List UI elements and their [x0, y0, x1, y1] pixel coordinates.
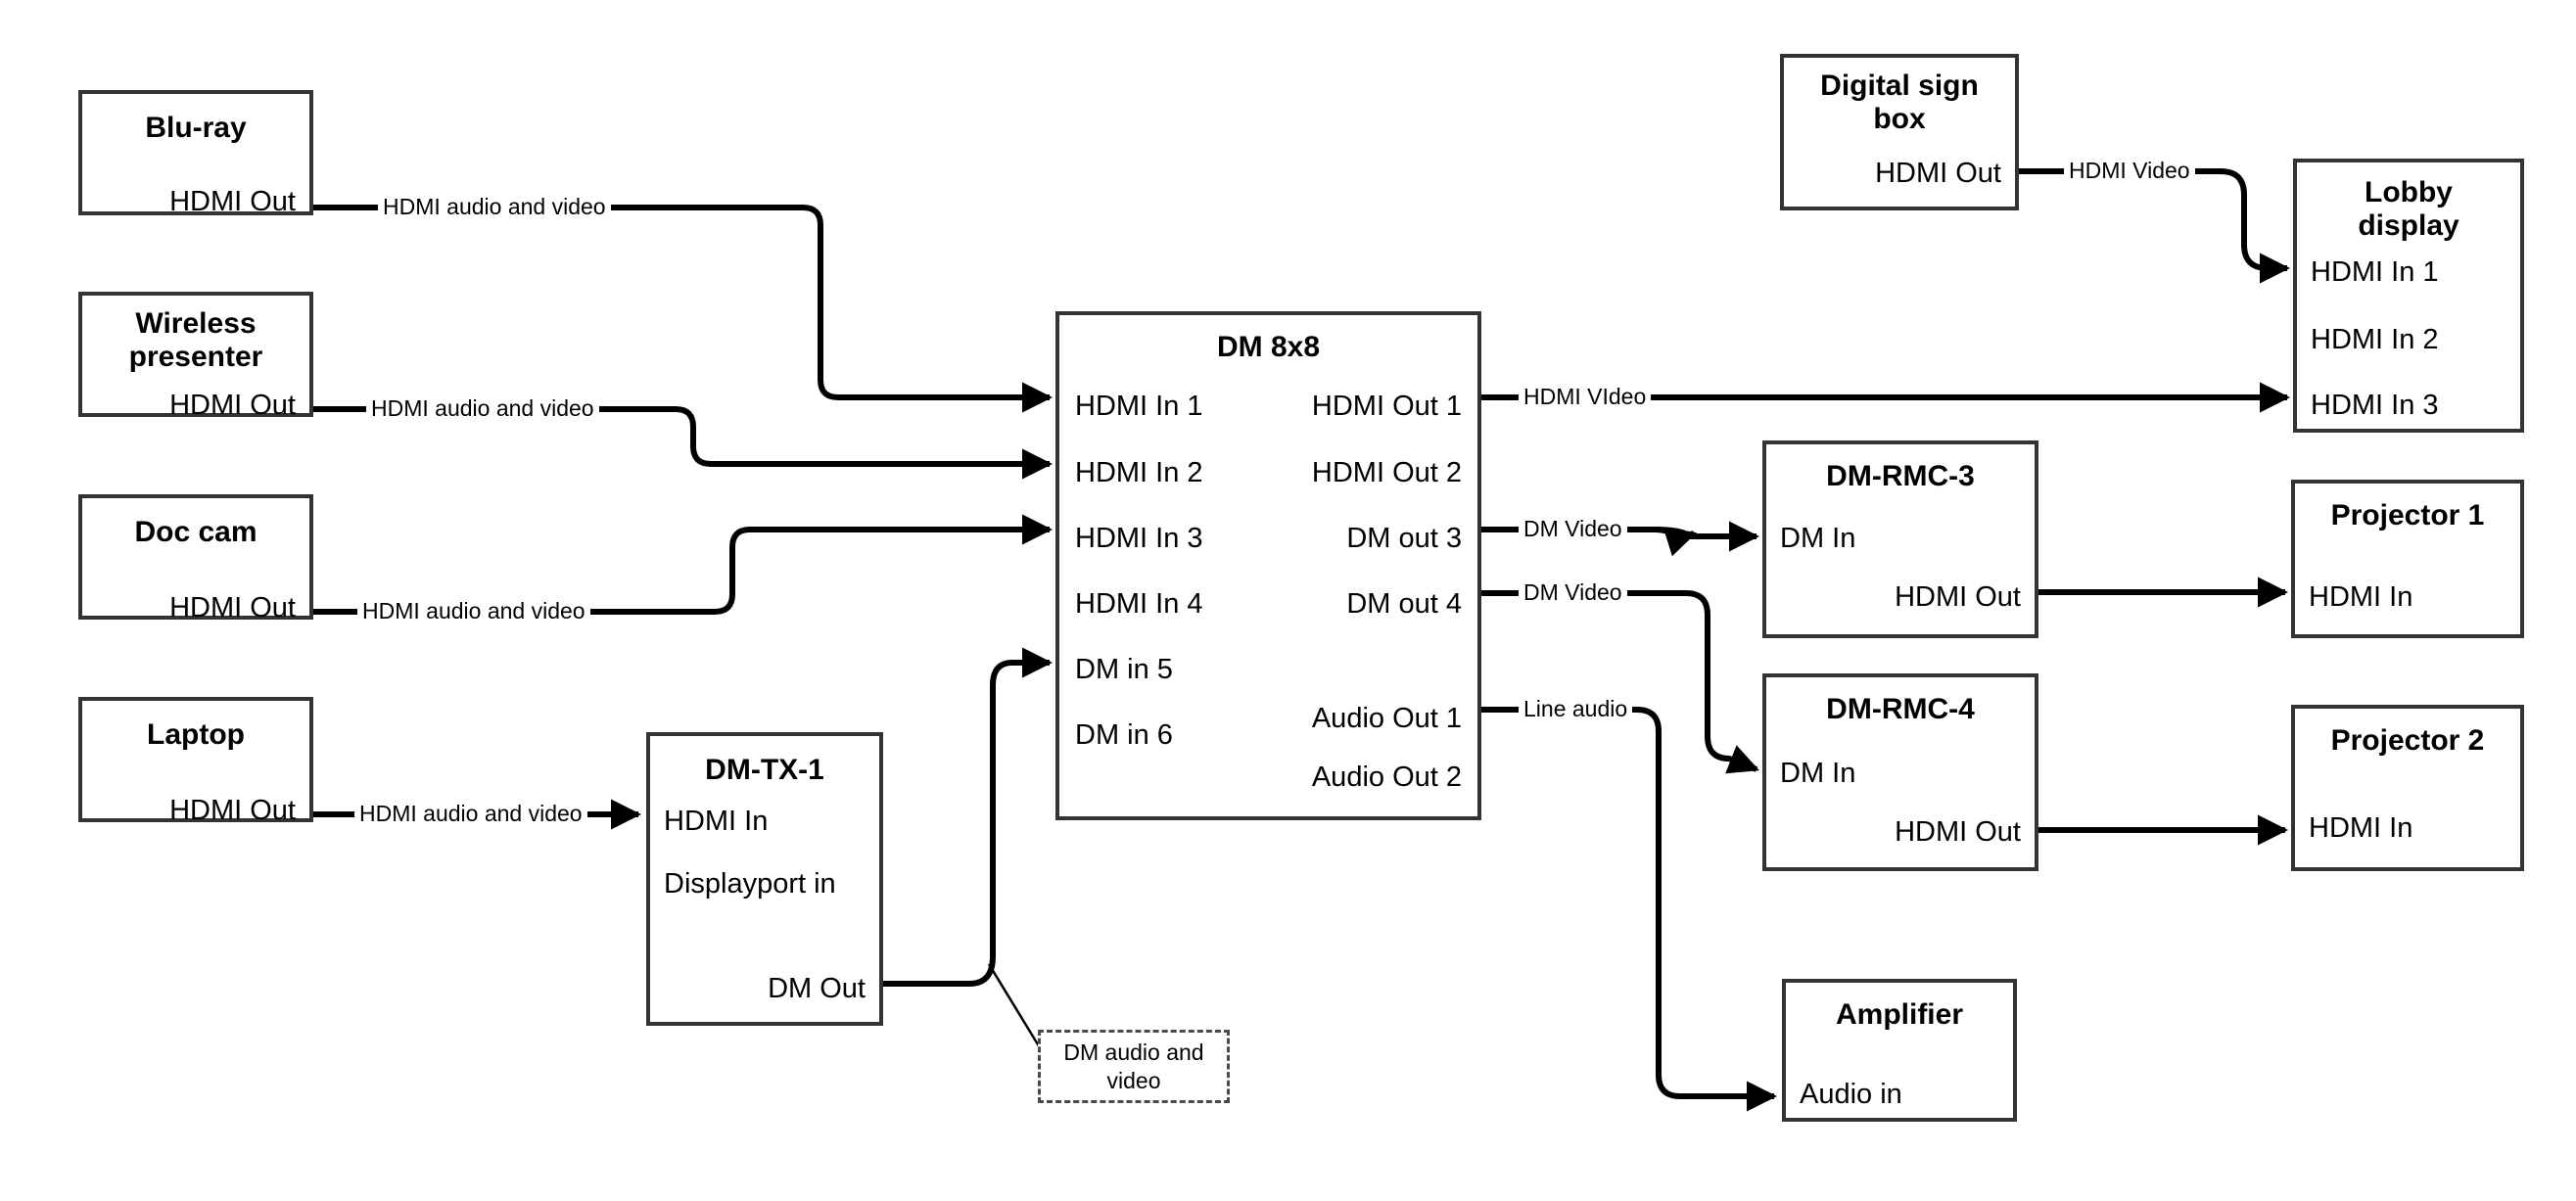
- node-laptop-port-hdmi-out[interactable]: HDMI Out: [169, 795, 296, 826]
- node-dm-rmc-3-title: DM-RMC-3: [1826, 460, 1975, 492]
- node-dm-rmc-4[interactable]: DM-RMC-4 DM In HDMI Out: [1762, 673, 2038, 871]
- callout-dm-audio-and-video: DM audio and video: [1038, 1030, 1230, 1103]
- node-lobby-display-input-hdmi-in-1[interactable]: HDMI In 1: [2311, 256, 2439, 288]
- wire-label-sign-hdmi-video: HDMI Video: [2064, 160, 2195, 182]
- wire-bluray-to-dm8x8: [313, 205, 1054, 413]
- node-lobby-display-input-hdmi-in-2[interactable]: HDMI In 2: [2311, 324, 2439, 355]
- node-dm-8x8-output-dm-out-4[interactable]: DM out 4: [1346, 588, 1462, 620]
- wire-label-laptop-hdmi: HDMI audio and video: [354, 803, 587, 825]
- node-bluray[interactable]: Blu-ray HDMI Out: [78, 90, 313, 217]
- wire-label-doccam-hdmi: HDMI audio and video: [357, 600, 590, 623]
- node-dm-tx-1[interactable]: DM-TX-1 HDMI In Displayport in DM Out: [646, 732, 883, 1026]
- node-dm-8x8-title: DM 8x8: [1216, 331, 1321, 363]
- node-bluray-title: Blu-ray: [145, 112, 247, 144]
- node-dm-rmc-3-port-hdmi-out[interactable]: HDMI Out: [1895, 581, 2021, 613]
- node-doc-cam[interactable]: Doc cam HDMI Out: [78, 494, 313, 624]
- wire-label-dm-video-4: DM Video: [1519, 581, 1627, 604]
- node-amplifier-port-audio-in[interactable]: Audio in: [1800, 1079, 1902, 1110]
- node-projector-2-title: Projector 2: [2330, 724, 2485, 757]
- leader-line-dm-audio-video: [987, 963, 1043, 1050]
- node-dm-8x8-output-audio-out-2[interactable]: Audio Out 2: [1311, 762, 1462, 793]
- wire-signbox-to-lobby: [2019, 168, 2291, 284]
- node-digital-sign-box-port-hdmi-out[interactable]: HDMI Out: [1875, 158, 2001, 189]
- node-doc-cam-title: Doc cam: [134, 516, 258, 548]
- node-dm-8x8-output-dm-out-3[interactable]: DM out 3: [1346, 523, 1462, 554]
- wire-label-line-audio: Line audio: [1519, 698, 1633, 720]
- node-wireless-presenter-port-hdmi-out[interactable]: HDMI Out: [169, 390, 296, 421]
- node-amplifier[interactable]: Amplifier Audio in: [1782, 979, 2017, 1122]
- node-dm-8x8-output-hdmi-out-1[interactable]: HDMI Out 1: [1311, 391, 1462, 422]
- wire-label-bluray-hdmi: HDMI audio and video: [378, 196, 611, 218]
- node-dm-rmc-4-port-dm-in[interactable]: DM In: [1780, 758, 1856, 789]
- wire-dm8x8-dmout3-to-rmc3-b: [1654, 521, 1760, 552]
- wire-label-hdmi-video-out1: HDMI VIdeo: [1519, 386, 1652, 408]
- node-dm-8x8-input-hdmi-in-4[interactable]: HDMI In 4: [1075, 588, 1203, 620]
- node-bluray-port-hdmi-out[interactable]: HDMI Out: [169, 186, 296, 217]
- node-dm-8x8-input-hdmi-in-1[interactable]: HDMI In 1: [1075, 391, 1203, 422]
- wire-label-dm-video-3: DM Video: [1519, 518, 1627, 540]
- node-dm-8x8-input-dm-in-6[interactable]: DM in 6: [1075, 719, 1173, 751]
- node-dm-8x8-input-hdmi-in-2[interactable]: HDMI In 2: [1075, 457, 1203, 488]
- wire-dm8x8-dmout4-to-rmc4: [1481, 590, 1759, 774]
- node-lobby-display-input-hdmi-in-3[interactable]: HDMI In 3: [2311, 390, 2439, 421]
- node-dm-tx-1-port-hdmi-in[interactable]: HDMI In: [664, 806, 769, 837]
- node-dm-tx-1-port-dm-out[interactable]: DM Out: [768, 973, 866, 1004]
- node-dm-rmc-4-title: DM-RMC-4: [1826, 693, 1975, 725]
- node-dm-rmc-3[interactable]: DM-RMC-3 DM In HDMI Out: [1762, 440, 2038, 638]
- node-projector-2[interactable]: Projector 2 HDMI In: [2291, 705, 2524, 871]
- node-dm-8x8-input-hdmi-in-3[interactable]: HDMI In 3: [1075, 523, 1203, 554]
- node-projector-1[interactable]: Projector 1 HDMI In: [2291, 480, 2524, 638]
- node-amplifier-title: Amplifier: [1835, 998, 1964, 1031]
- node-laptop-title: Laptop: [147, 718, 245, 751]
- node-projector-2-port-hdmi-in[interactable]: HDMI In: [2309, 812, 2413, 844]
- wire-label-wireless-hdmi: HDMI audio and video: [366, 397, 599, 420]
- node-dm-tx-1-title: DM-TX-1: [705, 754, 824, 786]
- node-dm-8x8-output-hdmi-out-2[interactable]: HDMI Out 2: [1311, 457, 1462, 488]
- node-doc-cam-port-hdmi-out[interactable]: HDMI Out: [169, 592, 296, 624]
- node-dm-8x8[interactable]: DM 8x8 HDMI In 1 HDMI In 2 HDMI In 3 HDM…: [1055, 311, 1481, 820]
- node-dm-8x8-input-dm-in-5[interactable]: DM in 5: [1075, 654, 1173, 685]
- node-dm-tx-1-port-displayport-in[interactable]: Displayport in: [664, 868, 836, 900]
- node-dm-rmc-3-port-dm-in[interactable]: DM In: [1780, 523, 1856, 554]
- node-projector-1-port-hdmi-in[interactable]: HDMI In: [2309, 581, 2413, 613]
- node-laptop[interactable]: Laptop HDMI Out: [78, 697, 313, 826]
- node-dm-8x8-output-audio-out-1[interactable]: Audio Out 1: [1311, 703, 1462, 734]
- node-projector-1-title: Projector 1: [2330, 499, 2485, 531]
- wire-dm8x8-audioout1-to-amp: [1481, 707, 1778, 1112]
- wire-dmtx1-to-dm8x8: [883, 647, 1054, 987]
- node-dm-rmc-4-port-hdmi-out[interactable]: HDMI Out: [1895, 816, 2021, 848]
